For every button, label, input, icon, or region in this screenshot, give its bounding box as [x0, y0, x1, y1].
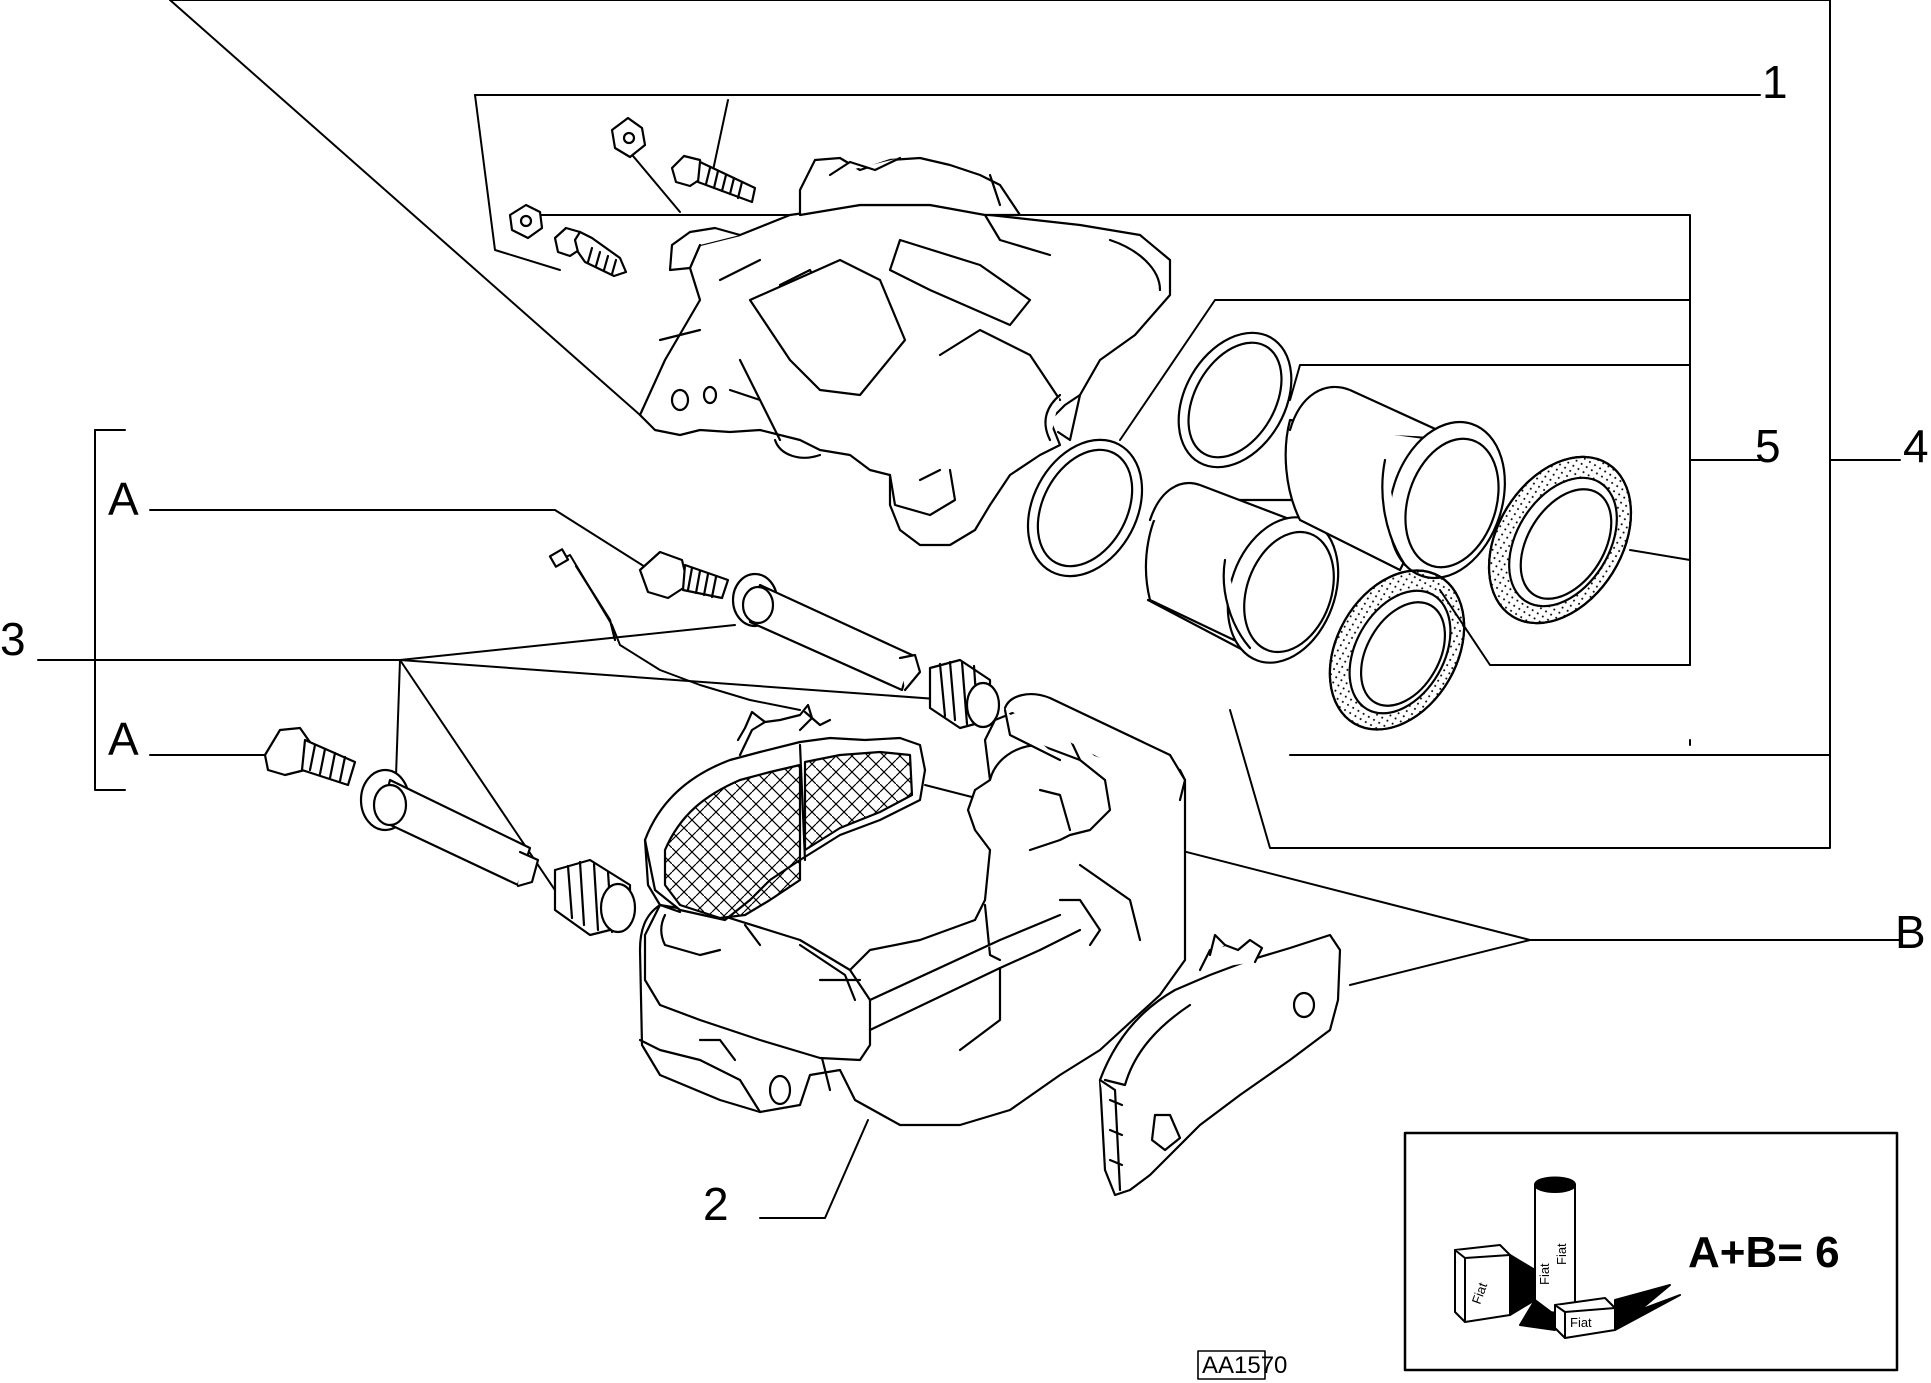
seal-ring-2 — [1177, 331, 1293, 469]
callout-a-upper: A — [108, 473, 139, 525]
guide-pin-upper — [731, 572, 922, 692]
dust-cap-upper — [610, 116, 647, 159]
guide-pin-bolt-upper — [638, 550, 730, 600]
dust-boot-rear — [1487, 455, 1633, 625]
guide-pin-bolt-lower — [263, 726, 357, 787]
piston-rear — [1284, 385, 1506, 580]
bleeder-screw-upper — [670, 154, 757, 204]
guide-pin-boot-upper — [928, 658, 1001, 730]
caliper-housing — [638, 156, 1172, 547]
bleeder-screw-lower — [553, 226, 628, 278]
pistons — [1144, 385, 1506, 664]
callout-b: B — [1895, 906, 1926, 958]
kit-package-label-2: Fiat — [1537, 1263, 1552, 1285]
callout-5: 5 — [1755, 420, 1781, 472]
callout-4: 4 — [1903, 420, 1929, 472]
brake-pad-inner — [643, 703, 927, 922]
dust-boot-front — [1328, 569, 1466, 731]
guide-pin-lower — [359, 768, 540, 888]
piston-seals — [1026, 331, 1293, 578]
callout-a-lower: A — [108, 713, 139, 765]
seal-ring-1 — [1026, 438, 1144, 578]
kit-packages-illustration — [1454, 1176, 1681, 1339]
kit-package-label-4: Fiat — [1570, 1315, 1592, 1330]
kit-package-label-1: Fiat — [1469, 1280, 1491, 1306]
kit-package-label-3: Fiat — [1554, 1243, 1569, 1265]
wear-sensor-wire — [548, 548, 801, 711]
dust-boots — [1328, 455, 1633, 731]
callout-1: 1 — [1762, 56, 1788, 108]
dust-cap-lower — [508, 203, 544, 240]
reference-code-box — [1197, 1350, 1266, 1380]
brake-pad-outer — [1098, 933, 1342, 1197]
caliper-carrier-bracket — [638, 693, 1187, 1127]
callout-2: 2 — [703, 1178, 729, 1230]
bleeder-screws-and-caps — [508, 116, 757, 278]
guide-pin-boot-lower — [553, 858, 637, 937]
callout-3: 3 — [0, 613, 26, 665]
piston-front — [1144, 482, 1340, 664]
callout-labels: 1 2 3 4 5 A A B — [0, 56, 1929, 1230]
kit-formula: A+B= 6 — [1688, 1228, 1840, 1277]
reference-code: AA1570 — [1202, 1352, 1287, 1379]
